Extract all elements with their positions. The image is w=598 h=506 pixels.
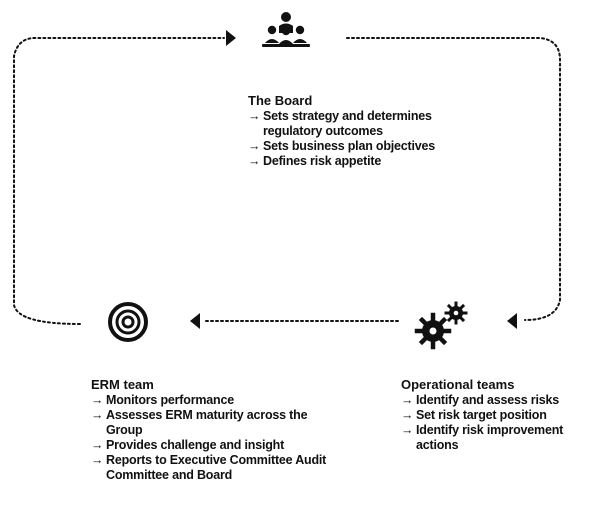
arrowhead-to-operational — [507, 313, 517, 329]
list-item-text: Assesses ERM maturity across the Group — [106, 408, 308, 437]
list-item-text: Provides challenge and insight — [106, 438, 285, 452]
list-item: →Provides challenge and insight — [91, 438, 341, 453]
bullet-arrow-icon: → — [91, 438, 104, 452]
bullet-arrow-icon: → — [91, 453, 104, 467]
arrowhead-to-erm — [190, 313, 200, 329]
erm-list: →Monitors performance →Assesses ERM matu… — [91, 393, 341, 483]
list-item-text: Defines risk appetite — [263, 154, 382, 168]
list-item-text: Sets business plan objectives — [263, 139, 436, 153]
list-item-text: Set risk target position — [416, 408, 547, 422]
list-item: →Defines risk appetite — [248, 154, 448, 169]
bullet-arrow-icon: → — [401, 408, 414, 422]
board-section: The Board →Sets strategy and determines … — [248, 93, 448, 169]
list-item: →Reports to Executive Committee Audit Co… — [91, 453, 341, 483]
list-item-text: Identify and assess risks — [416, 393, 559, 407]
bullet-arrow-icon: → — [401, 423, 414, 437]
board-title: The Board — [248, 93, 313, 108]
bullet-arrow-icon: → — [248, 139, 261, 153]
list-item: →Set risk target position — [401, 408, 598, 423]
group-of-people-icon — [262, 12, 310, 47]
arrowhead-to-board — [226, 30, 236, 46]
list-item: →Assesses ERM maturity across the Group — [91, 408, 341, 438]
operational-title: Operational teams — [401, 377, 515, 392]
list-item-text: Reports to Executive Committee Audit Com… — [106, 453, 327, 482]
operational-list: →Identify and assess risks →Set risk tar… — [401, 393, 598, 453]
bullet-arrow-icon: → — [91, 408, 104, 422]
list-item-text: Sets strategy and determines regulatory … — [263, 109, 432, 138]
list-item: →Sets business plan objectives — [248, 139, 448, 154]
list-item: →Identify and assess risks — [401, 393, 598, 408]
erm-section: ERM team →Monitors performance →Assesses… — [91, 377, 341, 483]
board-list: →Sets strategy and determines regulatory… — [248, 109, 448, 169]
operational-section: Operational teams →Identify and assess r… — [401, 377, 598, 453]
bullet-arrow-icon: → — [91, 393, 104, 407]
bullet-arrow-icon: → — [401, 393, 414, 407]
gears-icon — [414, 301, 468, 350]
bullet-arrow-icon: → — [248, 154, 261, 168]
erm-title: ERM team — [91, 377, 154, 392]
list-item: →Sets strategy and determines regulatory… — [248, 109, 448, 139]
connector-board-to-erm — [13, 37, 225, 325]
list-item: →Monitors performance — [91, 393, 341, 408]
bullet-arrow-icon: → — [248, 109, 261, 123]
target-rings-icon — [108, 302, 148, 342]
connector-board-to-operational — [346, 37, 561, 321]
list-item-text: Identify risk improvement actions — [416, 423, 564, 452]
list-item: →Identify risk improvement actions — [401, 423, 598, 453]
list-item-text: Monitors performance — [106, 393, 234, 407]
